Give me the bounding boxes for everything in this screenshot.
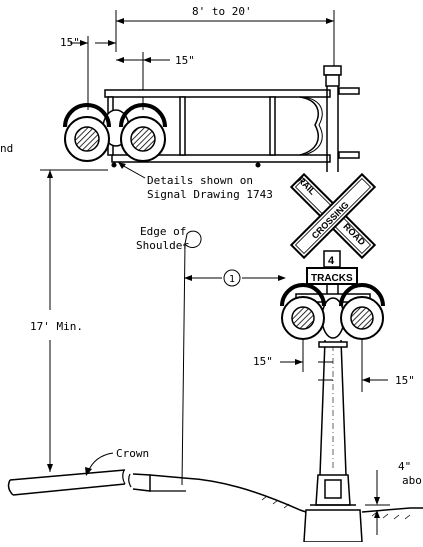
details-line2: Signal Drawing 1743: [147, 188, 273, 201]
left-top-offset-label: 15": [60, 36, 80, 49]
foundation-height-label: 4": [398, 460, 411, 473]
cantilever-mast-arm: [104, 89, 331, 168]
details-note: Details shown on Signal Drawing 1743: [118, 162, 273, 201]
number-of-tracks-sign: 4 TRACKS: [306, 250, 358, 296]
edge-label-line2: Shoulder: [136, 239, 189, 252]
offset-1-dimension: 1: [184, 269, 286, 287]
overhead-flashing-lights: [63, 103, 167, 162]
partial-left-label: nd: [0, 142, 13, 155]
pole-flashing-lights: [280, 283, 385, 340]
left-top-offset-dimension: 15": [60, 36, 116, 110]
lower-right-offset-label: 15": [395, 374, 415, 387]
clearance-label: 17' Min.: [30, 320, 83, 333]
edge-label-line1: Edge of: [140, 225, 186, 238]
mast-arm-length-dimension: 8' to 20': [115, 5, 335, 66]
right-top-offset-label: 15": [175, 54, 195, 67]
crown-label: Crown: [116, 447, 149, 460]
foundation-height-dimension: 4" abo: [365, 460, 422, 535]
clearance-dimension: 17' Min.: [30, 169, 108, 472]
mast-arm-length-label: 8' to 20': [192, 5, 252, 18]
crown-callout: Crown: [85, 447, 149, 476]
roadway-cross-section: [7, 469, 423, 520]
edge-of-shoulder-callout: Edge of Shoulder: [136, 225, 202, 486]
track-count: 4: [328, 255, 335, 267]
lower-left-offset-dimension: 15": [253, 340, 333, 372]
callout-number: 1: [229, 274, 235, 285]
details-line1: Details shown on: [147, 174, 253, 187]
lower-left-offset-label: 15": [253, 355, 273, 368]
right-top-offset-dimension: 15": [116, 52, 195, 110]
foundation-suffix-label: abo: [402, 474, 422, 487]
lower-right-offset-dimension: 15": [318, 340, 415, 392]
crossbuck-sign: RAIL ROAD CROSSING: [289, 172, 377, 260]
tracks-word: TRACKS: [311, 273, 353, 284]
